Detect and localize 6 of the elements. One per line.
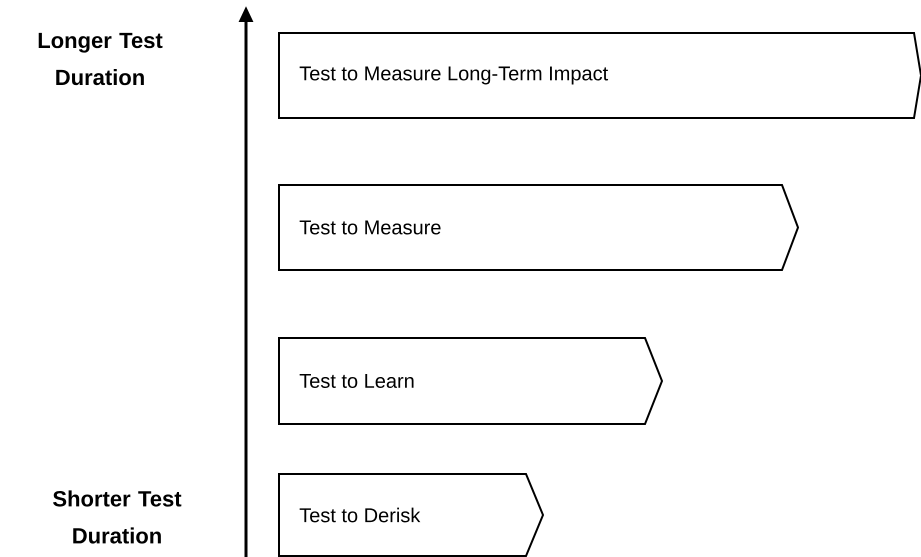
chevron-box: Test to Derisk [278, 473, 544, 557]
chevron-box: Test to Measure Long-Term Impact [278, 32, 921, 119]
chevron-box: Test to Measure [278, 184, 800, 271]
axis-label: Longer Test Duration [38, 32, 162, 86]
chevron-box: Test to Learn [278, 337, 664, 425]
axis-label: Shorter Test Duration [53, 490, 182, 544]
